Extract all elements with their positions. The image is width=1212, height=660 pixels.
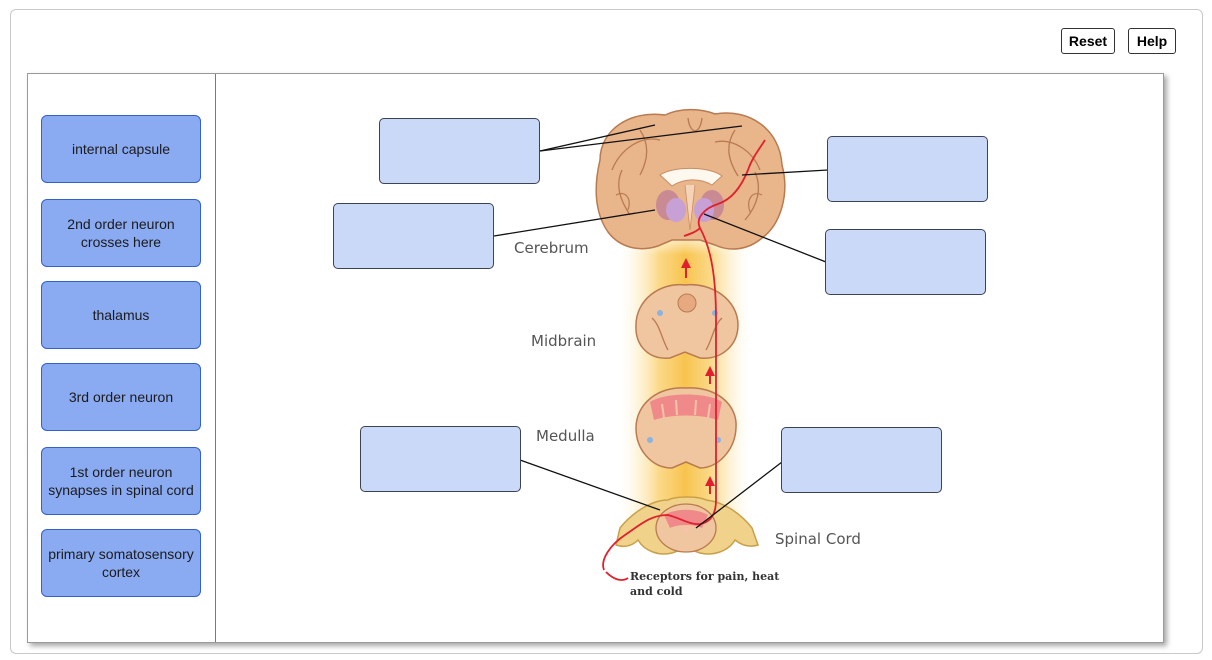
midbrain-section [635, 283, 739, 359]
label-chip-thalamus[interactable]: thalamus [41, 281, 201, 349]
drop-target-6[interactable] [781, 427, 942, 493]
label-midbrain: Midbrain [531, 332, 597, 350]
leader-lines [493, 124, 829, 529]
drop-target-1[interactable] [379, 118, 540, 184]
label-bank: internal capsule 2nd order neuron crosse… [28, 74, 216, 642]
reset-button[interactable]: Reset [1061, 28, 1115, 54]
spinal-cord-section [615, 496, 759, 555]
label-chip-internal-capsule[interactable]: internal capsule [41, 115, 201, 183]
pathway-glow [620, 230, 750, 540]
drop-target-5[interactable] [360, 426, 521, 492]
label-chip-2nd-order-neuron-crosses[interactable]: 2nd order neuron crosses here [41, 199, 201, 267]
drop-target-3[interactable] [827, 136, 988, 202]
label-cerebrum: Cerebrum [514, 239, 589, 257]
label-chip-3rd-order-neuron[interactable]: 3rd order neuron [41, 363, 201, 431]
help-button[interactable]: Help [1128, 28, 1176, 54]
drop-target-4[interactable] [825, 229, 986, 295]
label-chip-primary-somatosensory-cortex[interactable]: primary somatosensory cortex [41, 529, 201, 597]
workspace: internal capsule 2nd order neuron crosse… [27, 73, 1164, 643]
label-spinal-cord: Spinal Cord [775, 530, 861, 548]
label-medulla: Medulla [536, 427, 595, 445]
label-receptors: Receptors for pain, heat and cold [630, 570, 780, 598]
drop-target-2[interactable] [333, 203, 494, 269]
label-chip-1st-order-neuron-synapses[interactable]: 1st order neuron synapses in spinal cord [41, 447, 201, 515]
pathway-arrows [681, 258, 715, 494]
cerebrum-section [595, 108, 786, 250]
medulla-section [635, 387, 737, 469]
pathway-neurons [602, 139, 766, 581]
